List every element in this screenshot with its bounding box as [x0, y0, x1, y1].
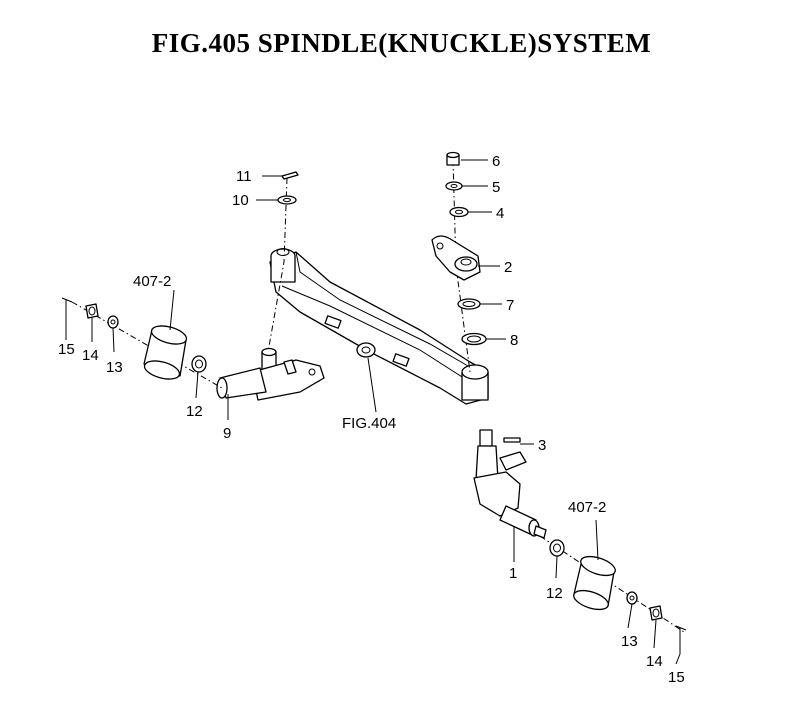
part-13-left-washer — [107, 315, 119, 329]
part-7-shim — [457, 298, 481, 310]
callout-14-left: 14 — [82, 347, 99, 364]
part-14-left-nut — [85, 303, 99, 319]
part-1-right-knuckle — [473, 429, 547, 539]
callout-7: 7 — [506, 297, 514, 314]
part-2-steering-arm — [431, 235, 481, 281]
callout-13-left: 13 — [106, 359, 123, 376]
callout-3: 3 — [538, 437, 546, 454]
callout-6: 6 — [492, 153, 500, 170]
part-15-right-cotter-pin — [675, 625, 687, 654]
callout-8: 8 — [510, 332, 518, 349]
callout-11: 11 — [236, 168, 252, 185]
part-8-thrust-washer — [461, 332, 487, 346]
part-10-washer — [277, 195, 297, 205]
callout-9: 9 — [223, 425, 231, 442]
callout-13-right: 13 — [621, 633, 638, 650]
callout-12-right: 12 — [546, 585, 563, 602]
callout-1: 1 — [509, 565, 517, 582]
left-407-2-wheel-hub — [143, 325, 188, 380]
part-15-left-cotter-pin — [61, 297, 73, 328]
part-3-bolt — [503, 437, 521, 443]
part-11-pin — [281, 171, 299, 180]
part-13-right-washer — [626, 591, 638, 605]
part-12-left-seal — [191, 355, 207, 373]
callout-15-right: 15 — [668, 669, 685, 686]
callout-2: 2 — [504, 259, 512, 276]
part-4-washer — [449, 206, 469, 218]
callout-12-left: 12 — [186, 403, 203, 420]
callout-10: 10 — [232, 192, 249, 209]
callout-5: 5 — [492, 179, 500, 196]
callout-15-left: 15 — [58, 341, 75, 358]
left-kingpin-axis — [267, 177, 288, 353]
part-9-left-knuckle — [216, 347, 325, 401]
callout-fig404: FIG.404 — [342, 415, 396, 432]
part-5-washer — [445, 181, 463, 191]
callout-14-right: 14 — [646, 653, 663, 670]
callout-407-2-right: 407-2 — [568, 499, 606, 516]
part-14-right-nut — [649, 605, 663, 621]
part-6-nut — [446, 151, 460, 166]
figure-title: FIG.405 SPINDLE(KNUCKLE)SYSTEM — [151, 28, 652, 58]
callout-4: 4 — [496, 205, 504, 222]
leader-lines — [65, 159, 681, 665]
part-12-right-seal — [549, 539, 565, 557]
right-407-2-wheel-hub — [573, 555, 616, 611]
callout-407-2-left: 407-2 — [133, 273, 171, 290]
